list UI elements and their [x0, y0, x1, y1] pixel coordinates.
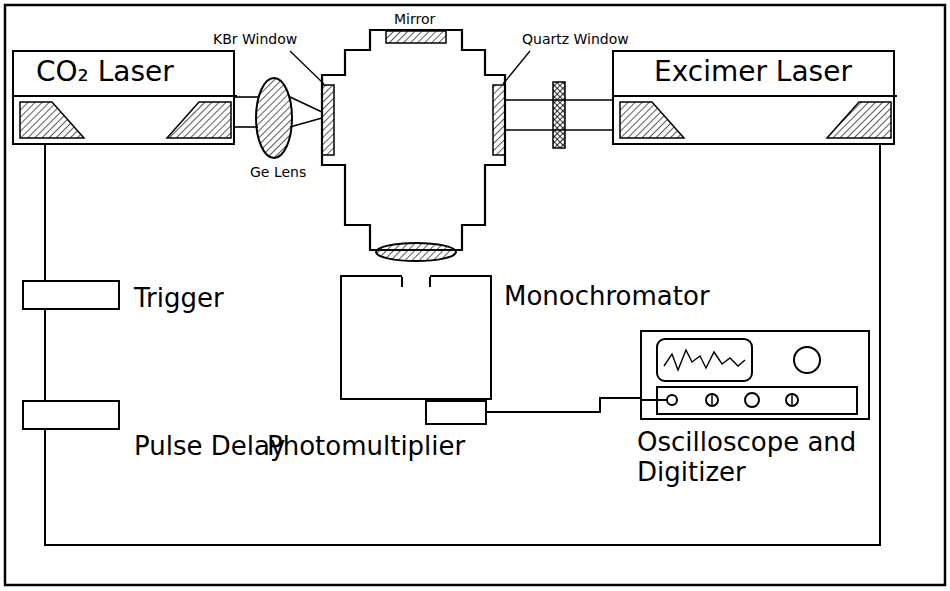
frame	[5, 5, 945, 585]
part-label: KBr Window	[213, 31, 297, 47]
trigger-box: Trigger	[22, 280, 120, 310]
signal-wire	[44, 310, 46, 400]
pulse-delay-box: Pulse Delay	[22, 400, 120, 430]
reaction-cell	[322, 30, 505, 250]
ge-lens	[256, 78, 292, 158]
leader-line	[290, 51, 530, 84]
monochromator: Monochromator	[340, 275, 492, 400]
part-label: Mirror	[394, 11, 435, 27]
aperture	[553, 82, 565, 148]
collection-lens	[376, 243, 456, 261]
signal-wire	[44, 145, 46, 280]
node-drawing	[342, 277, 490, 398]
signal-wire	[487, 398, 640, 412]
node-drawing	[642, 332, 868, 418]
node-label: CO₂ Laser	[36, 56, 174, 88]
co2-laser: CO₂ Laser	[12, 50, 235, 145]
part-label: Quartz Window	[522, 31, 629, 47]
node-label: Monochromator	[504, 282, 710, 312]
signal-wire	[45, 145, 880, 545]
quartz-window	[493, 85, 505, 155]
kbr-window	[322, 85, 334, 155]
node-label: Trigger	[134, 284, 224, 314]
node-label: Pulse Delay	[134, 432, 285, 462]
node-label: Oscilloscope and Digitizer	[637, 428, 869, 488]
node-label: Photomultiplier	[267, 432, 465, 462]
mirror	[386, 31, 446, 43]
node-label: Excimer Laser	[654, 56, 852, 88]
oscilloscope: Oscilloscope and Digitizer	[640, 330, 870, 420]
photomultiplier: Photomultiplier	[425, 400, 487, 425]
excimer-laser: Excimer Laser	[612, 50, 895, 145]
part-label: Ge Lens	[250, 164, 306, 180]
